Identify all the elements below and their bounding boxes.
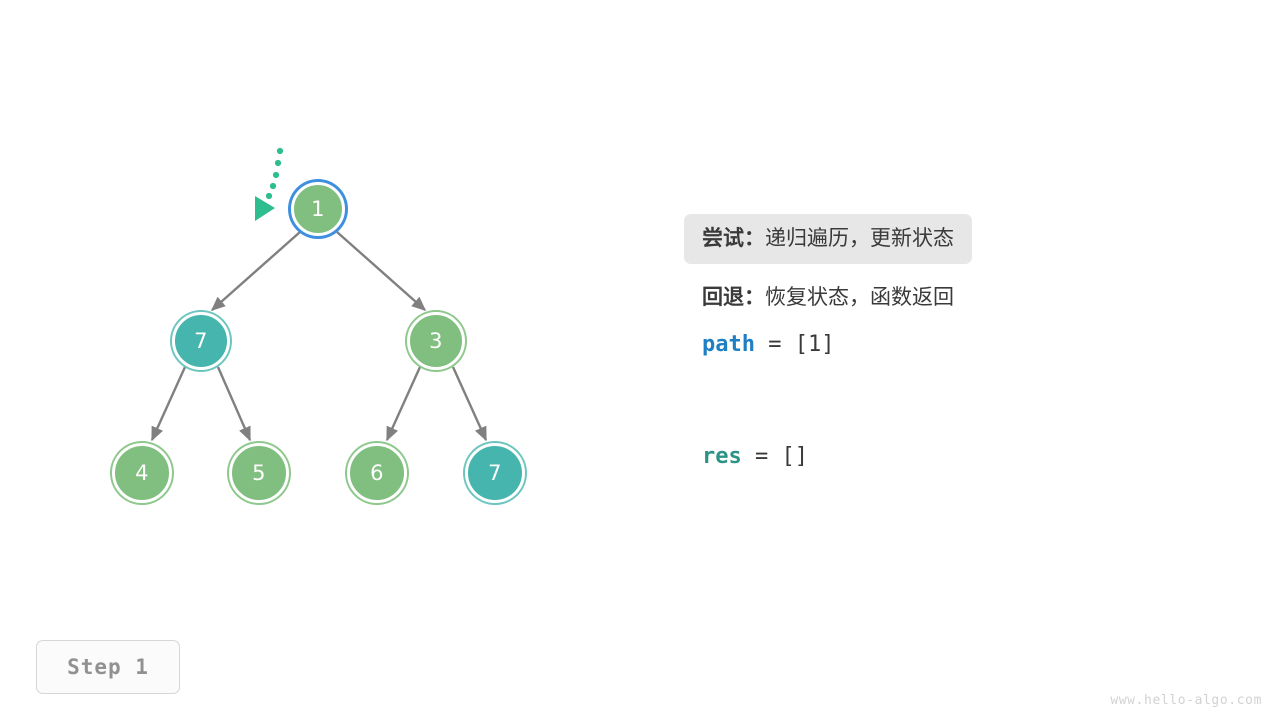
tree-node-3[interactable]: 3 [407, 312, 465, 370]
edge-7-to-5 [216, 366, 252, 442]
step-badge-label: Step 1 [67, 655, 149, 679]
path-variable-name: path [702, 332, 755, 357]
tree-node-7-right-label: 7 [488, 460, 502, 485]
edge-7-to-4 [150, 366, 187, 442]
try-step-line: 尝试：递归遍历，更新状态 [684, 214, 972, 264]
binary-tree-diagram: 1 7 3 4 5 6 7 [112, 147, 525, 503]
tree-node-4[interactable]: 4 [112, 443, 172, 503]
edge-3-to-6 [385, 366, 422, 442]
site-watermark: www.hello-algo.com [1110, 693, 1262, 708]
tree-node-4-label: 4 [135, 460, 149, 485]
res-variable-value: [] [781, 444, 809, 469]
path-variable-line: path = [1] [684, 334, 1154, 356]
backtrack-step-label: 回退： [702, 285, 765, 309]
watermark-text: www.hello-algo.com [1110, 693, 1262, 708]
path-equals-sign: = [754, 332, 795, 357]
edge-1-to-3 [336, 231, 427, 311]
tree-edges-svg [150, 147, 488, 442]
tree-node-7-left[interactable]: 7 [172, 312, 230, 370]
tree-node-6[interactable]: 6 [347, 443, 407, 503]
tree-node-1-label: 1 [311, 196, 325, 221]
tree-node-3-label: 3 [429, 328, 443, 353]
res-variable-name: res [702, 444, 742, 469]
tree-node-1[interactable]: 1 [291, 182, 345, 236]
tree-node-7-left-label: 7 [194, 328, 208, 353]
path-variable-value: [1] [794, 332, 835, 357]
res-variable-line: res = [] [684, 446, 1154, 468]
edge-1-to-7-left [210, 231, 301, 311]
backtrack-step-text: 恢复状态，函数返回 [765, 285, 954, 309]
backtrack-step-line: 回退：恢复状态，函数返回 [684, 287, 1154, 308]
tree-node-5-label: 5 [252, 460, 266, 485]
tree-node-5[interactable]: 5 [229, 443, 289, 503]
algorithm-state-panel: 尝试：递归遍历，更新状态 回退：恢复状态，函数返回 path = [1] res… [684, 214, 1154, 468]
recursion-pointer-arrow [255, 147, 284, 221]
edge-3-to-7-right [451, 366, 488, 442]
try-step-label: 尝试： [702, 226, 765, 250]
tree-node-6-label: 6 [370, 460, 384, 485]
res-equals-sign: = [741, 444, 782, 469]
try-step-text: 递归遍历，更新状态 [765, 226, 954, 250]
step-badge: Step 1 [36, 640, 180, 694]
tree-node-7-right[interactable]: 7 [465, 443, 525, 503]
